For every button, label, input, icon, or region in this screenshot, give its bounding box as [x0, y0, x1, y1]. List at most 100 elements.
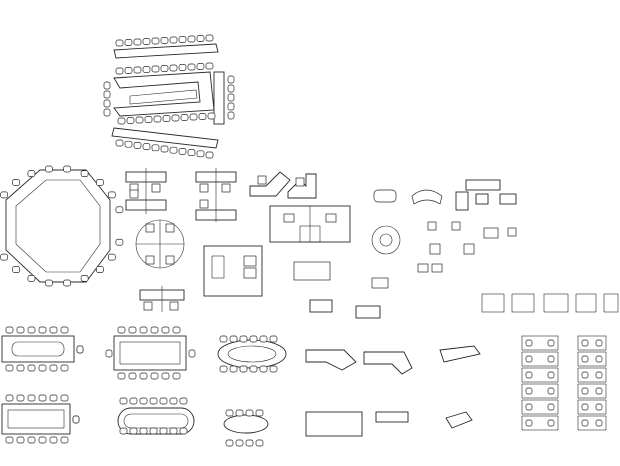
- chair: [133, 38, 142, 46]
- chair: [171, 114, 180, 122]
- chair: [49, 394, 58, 402]
- chair: [595, 371, 603, 379]
- chair: [255, 409, 264, 417]
- chair: [159, 397, 168, 405]
- chair: [142, 143, 151, 150]
- chair: [153, 115, 162, 123]
- chair: [5, 436, 14, 444]
- chair: [547, 403, 555, 411]
- chair: [239, 365, 248, 373]
- pinwheel-workstation-cluster: [135, 219, 185, 312]
- chair: [16, 326, 25, 334]
- cubicle: [577, 399, 607, 415]
- chair: [159, 427, 168, 435]
- cubicle: [577, 335, 607, 351]
- chair: [142, 38, 151, 45]
- executive-l-desks: [305, 299, 481, 437]
- chair: [525, 403, 533, 411]
- chair: [49, 436, 58, 444]
- chair: [178, 64, 187, 71]
- chair: [178, 36, 187, 43]
- chair: [80, 275, 89, 282]
- rectangular-meeting-tables: [1, 335, 187, 435]
- chair: [129, 397, 138, 405]
- cubicle: [577, 383, 607, 399]
- chair: [115, 206, 124, 214]
- cubicle: [521, 383, 559, 399]
- chair: [581, 339, 589, 347]
- chair: [207, 112, 216, 120]
- chair: [151, 144, 160, 152]
- chair: [525, 371, 533, 379]
- chair: [188, 349, 196, 358]
- chair: [205, 62, 214, 70]
- chair: [38, 394, 47, 402]
- chair: [525, 419, 533, 427]
- chair: [169, 427, 178, 435]
- chair: [149, 397, 158, 405]
- chair: [160, 65, 169, 72]
- chair: [38, 364, 47, 372]
- chair: [49, 326, 58, 334]
- chair: [547, 355, 555, 363]
- chair: [172, 372, 181, 380]
- chair: [129, 427, 138, 435]
- chair: [128, 326, 137, 334]
- cubicle: [521, 415, 559, 431]
- chair: [179, 397, 188, 405]
- chair: [225, 409, 234, 417]
- chair: [107, 253, 116, 261]
- chair: [27, 326, 36, 334]
- chair: [169, 146, 178, 154]
- chair: [117, 372, 126, 380]
- chair: [139, 397, 148, 405]
- chair: [126, 117, 135, 124]
- chair: [187, 149, 196, 156]
- chair: [60, 364, 69, 372]
- chair: [151, 37, 160, 45]
- chair: [135, 116, 144, 124]
- chair: [255, 439, 264, 447]
- chair: [227, 75, 235, 84]
- chair: [180, 114, 189, 121]
- chair: [581, 371, 589, 379]
- chair: [160, 37, 169, 44]
- partition-cubicle-room: [203, 205, 351, 297]
- chair: [249, 365, 258, 373]
- chair: [178, 148, 187, 155]
- chair: [115, 139, 124, 147]
- chair: [229, 335, 238, 343]
- chair: [38, 436, 47, 444]
- chair: [198, 113, 207, 120]
- chair: [259, 365, 268, 373]
- paired-desk-workstations: [125, 168, 237, 222]
- chair: [196, 35, 205, 42]
- chair: [0, 191, 9, 199]
- chair: [595, 387, 603, 395]
- chair: [124, 140, 133, 148]
- chair: [124, 39, 133, 46]
- chair: [133, 142, 142, 149]
- cubicle: [521, 367, 559, 383]
- chair: [5, 364, 14, 372]
- chair: [60, 394, 69, 402]
- chair: [160, 145, 169, 153]
- chair: [96, 266, 104, 273]
- chair: [219, 335, 228, 343]
- chair: [139, 372, 148, 380]
- chair: [245, 439, 254, 447]
- chair: [60, 326, 69, 334]
- chair: [225, 439, 234, 447]
- chair: [239, 335, 248, 343]
- chair: [27, 170, 36, 177]
- chair: [547, 387, 555, 395]
- chair: [227, 111, 235, 120]
- chair: [117, 117, 126, 125]
- chair: [227, 102, 235, 111]
- chair: [119, 397, 128, 405]
- octagonal-conference-table: [0, 165, 124, 287]
- chair: [103, 108, 111, 117]
- chair: [16, 364, 25, 372]
- chair: [103, 99, 111, 108]
- chair: [581, 387, 589, 395]
